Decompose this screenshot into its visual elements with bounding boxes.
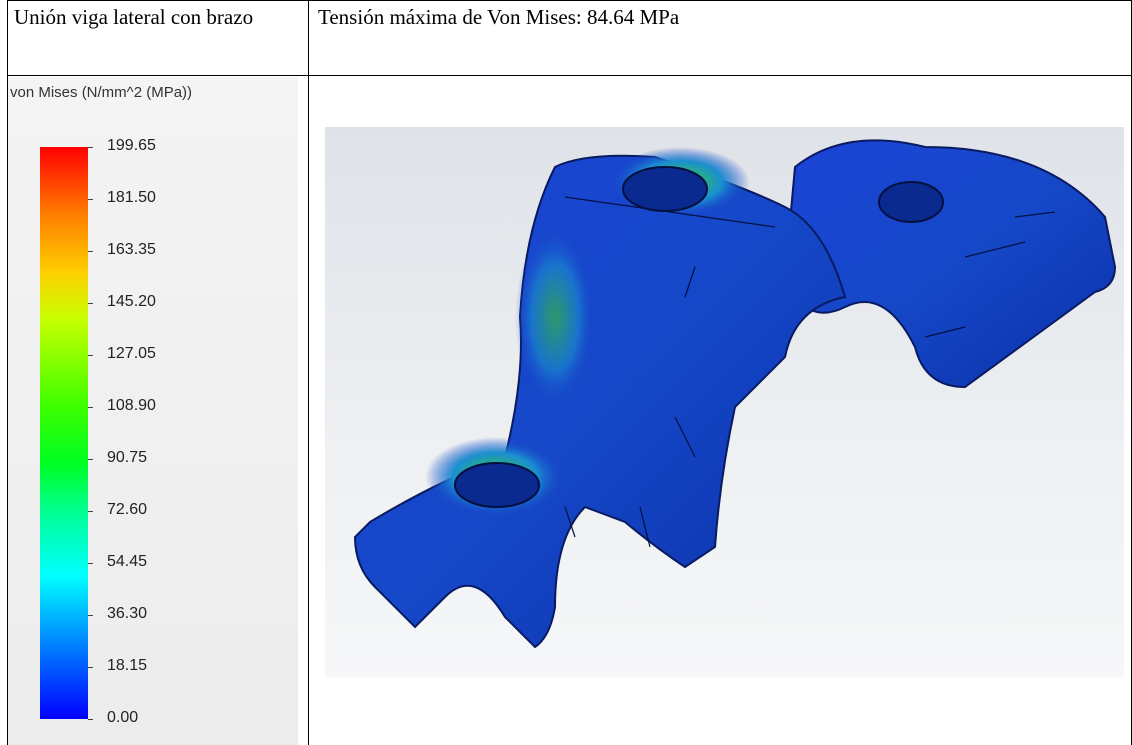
legend-title: von Mises (N/mm^2 (MPa)) — [10, 84, 193, 101]
legend-tick-label: 145.20 — [107, 293, 156, 310]
legend-tick-mark — [88, 407, 93, 408]
stress-hotspot-mid — [515, 227, 595, 407]
legend-tick-mark — [88, 251, 93, 252]
legend-tick-mark — [88, 303, 93, 304]
legend-tick-label: 54.45 — [107, 553, 148, 570]
legend-tick-mark — [88, 615, 93, 616]
header-left-cell: Unión viga lateral con brazo — [14, 5, 254, 29]
legend-tick-mark — [88, 459, 93, 460]
stress-plot-bracket-model — [353, 139, 1117, 649]
legend-tick-label: 108.90 — [107, 397, 156, 414]
table-border-left — [7, 0, 8, 745]
legend-tick-label: 0.00 — [107, 709, 139, 726]
legend-tick-label: 72.60 — [107, 501, 148, 518]
legend-tick-label: 90.75 — [107, 449, 148, 466]
legend-tick-mark — [88, 563, 93, 564]
color-scale-bar — [40, 147, 88, 719]
bracket-right-arch — [783, 139, 1117, 389]
table-border-top — [7, 0, 1132, 1]
header-right-cell: Tensión máxima de Von Mises: 84.64 MPa — [318, 5, 680, 29]
model-viewport — [325, 127, 1124, 677]
bolt-hole-bottom — [454, 462, 540, 508]
legend-tick-mark — [88, 511, 93, 512]
bolt-hole-top — [622, 166, 708, 212]
legend-tick-mark — [88, 199, 93, 200]
bolt-hole-right — [878, 181, 944, 223]
mesh-lines — [564, 196, 1056, 548]
legend-tick-mark — [88, 355, 93, 356]
legend-tick-label: 127.05 — [107, 345, 156, 362]
legend-tick-label: 181.50 — [107, 189, 156, 206]
legend-tick-mark — [88, 667, 93, 668]
table-divider-vertical — [308, 0, 309, 745]
legend-tick-label: 18.15 — [107, 657, 148, 674]
legend-tick-label: 163.35 — [107, 241, 156, 258]
table-divider-horizontal — [7, 75, 1132, 76]
legend-tick-mark — [88, 719, 93, 720]
bracket-left-arch — [353, 154, 847, 649]
legend-tick-mark — [88, 147, 93, 148]
legend-tick-label: 199.65 — [107, 137, 156, 154]
legend-tick-label: 36.30 — [107, 605, 148, 622]
